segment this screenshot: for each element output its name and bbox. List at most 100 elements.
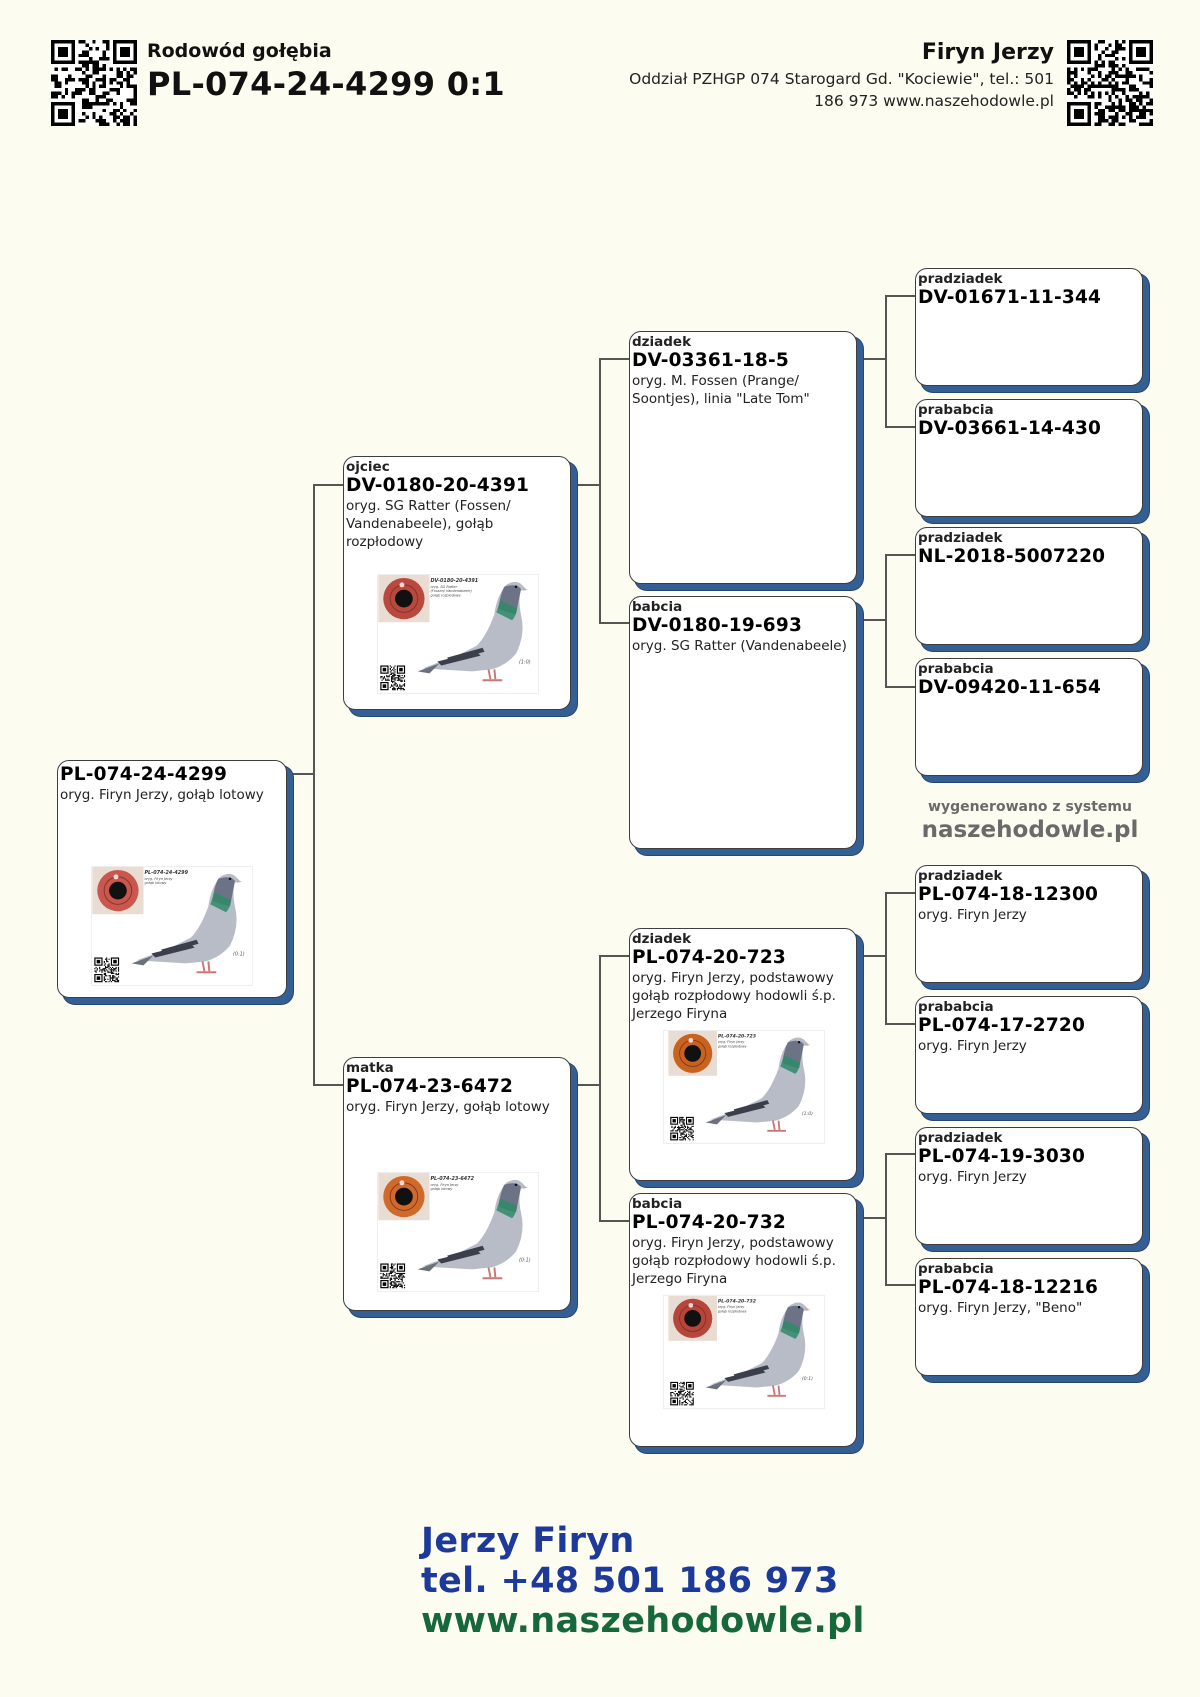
pigeon-description: oryg. Firyn Jerzy, gołąb lotowy bbox=[346, 1099, 550, 1115]
pigeon-eye-image bbox=[378, 575, 430, 623]
pigeon-card-great-grandparent[interactable]: pradziadek DV-01671-11-344 bbox=[915, 268, 1143, 386]
pigeon-description: oryg. Firyn Jerzy, "Beno" bbox=[918, 1300, 1083, 1316]
owner-address-line1: Oddział PZHGP 074 Starogard Gd. "Kociewi… bbox=[629, 70, 1054, 88]
pigeon-eye-image bbox=[668, 1031, 717, 1076]
ring-number: DV-09420-11-654 bbox=[918, 677, 1102, 698]
svg-text:oryg. Firyn Jerzy: oryg. Firyn Jerzy bbox=[430, 1183, 459, 1187]
ring-number: DV-03361-18-5 bbox=[632, 350, 789, 371]
connector-line bbox=[599, 955, 601, 1221]
connector-line bbox=[885, 295, 915, 297]
photo-qr-code-icon bbox=[94, 957, 120, 983]
document-title: PL-074-24-4299 0:1 bbox=[147, 65, 505, 103]
photo-sex-label: (0:1) bbox=[233, 952, 245, 958]
ring-number: PL-074-20-732 bbox=[632, 1212, 786, 1233]
footer-website[interactable]: www.naszehodowle.pl bbox=[421, 1601, 865, 1641]
connector-line bbox=[576, 484, 600, 486]
ring-number: PL-074-23-6472 bbox=[346, 1076, 514, 1097]
pigeon-card-great-grandparent[interactable]: prababcia PL-074-17-2720 oryg. Firyn Jer… bbox=[915, 996, 1143, 1114]
photo-sex-label: (1:0) bbox=[802, 1111, 813, 1117]
svg-text:gołąb lotowy: gołąb lotowy bbox=[144, 881, 167, 885]
relation-label: dziadek bbox=[632, 931, 692, 947]
connector-line bbox=[313, 1084, 343, 1086]
photo-sex-label: (0:1) bbox=[802, 1376, 813, 1382]
pigeon-eye-image bbox=[668, 1296, 717, 1341]
connector-line bbox=[885, 1284, 915, 1286]
pigeon-silhouette bbox=[705, 1037, 811, 1132]
qr-code-icon[interactable] bbox=[51, 40, 137, 126]
photo-qr-code-icon bbox=[380, 1263, 406, 1289]
connector-line bbox=[885, 554, 915, 556]
footer-name: Jerzy Firyn bbox=[421, 1521, 635, 1561]
pigeon-card-father[interactable]: ojciec DV-0180-20-4391 oryg. SG Ratter (… bbox=[343, 456, 571, 710]
pigeon-silhouette bbox=[417, 1179, 528, 1280]
ring-number: PL-074-20-723 bbox=[632, 947, 786, 968]
pigeon-eye-image bbox=[92, 867, 144, 915]
pigeon-description: oryg. SG Ratter (Vandenabeele) bbox=[632, 638, 847, 654]
connector-line bbox=[885, 426, 915, 428]
pigeon-description: oryg. Firyn Jerzy bbox=[918, 1169, 1027, 1185]
footer-phone[interactable]: tel. +48 501 186 973 bbox=[421, 1561, 839, 1601]
relation-label: pradziadek bbox=[918, 868, 1003, 884]
photo-sex-label: (1:0) bbox=[519, 660, 531, 666]
relation-label: babcia bbox=[632, 599, 683, 615]
svg-text:gołąb lotowy: gołąb lotowy bbox=[430, 1187, 453, 1191]
relation-label: pradziadek bbox=[918, 530, 1003, 546]
pigeon-card-subject[interactable]: PL-074-24-4299 oryg. Firyn Jerzy, gołąb … bbox=[57, 760, 287, 998]
pigeon-card-paternal-grandfather[interactable]: dziadek DV-03361-18-5 oryg. M. Fossen (P… bbox=[629, 331, 857, 584]
pigeon-description: oryg. Firyn Jerzy, podstawowy gołąb rozp… bbox=[632, 1235, 836, 1287]
pigeon-card-great-grandparent[interactable]: pradziadek PL-074-18-12300 oryg. Firyn J… bbox=[915, 865, 1143, 983]
pigeon-card-great-grandparent[interactable]: pradziadek NL-2018-5007220 bbox=[915, 527, 1143, 645]
pigeon-silhouette bbox=[705, 1302, 811, 1397]
pigeon-card-paternal-grandmother[interactable]: babcia DV-0180-19-693 oryg. SG Ratter (V… bbox=[629, 596, 857, 849]
pigeon-description: oryg. Firyn Jerzy, podstawowy gołąb rozp… bbox=[632, 970, 836, 1022]
svg-text:oryg. Firyn Jerzy: oryg. Firyn Jerzy bbox=[144, 877, 173, 881]
svg-text:(Fossen/ Vandenabeele): (Fossen/ Vandenabeele) bbox=[430, 589, 471, 593]
relation-label: babcia bbox=[632, 1196, 683, 1212]
connector-line bbox=[292, 773, 314, 775]
header-left: Rodowód gołębia PL-074-24-4299 0:1 bbox=[147, 40, 505, 104]
svg-text:gołąb rozpłodowy: gołąb rozpłodowy bbox=[718, 1044, 747, 1048]
pigeon-silhouette bbox=[131, 873, 242, 974]
connector-line bbox=[313, 484, 343, 486]
document-subtitle: Rodowód gołębia bbox=[147, 40, 332, 62]
pigeon-description: oryg. Firyn Jerzy bbox=[918, 1038, 1027, 1054]
pigeon-card-maternal-grandmother[interactable]: babcia PL-074-20-732 oryg. Firyn Jerzy, … bbox=[629, 1193, 857, 1447]
ring-number: DV-03661-14-430 bbox=[918, 418, 1102, 439]
ring-number: PL-074-17-2720 bbox=[918, 1015, 1086, 1036]
pigeon-description: oryg. Firyn Jerzy bbox=[918, 907, 1027, 923]
pigeon-card-mother[interactable]: matka PL-074-23-6472 oryg. Firyn Jerzy, … bbox=[343, 1057, 571, 1311]
ring-number: NL-2018-5007220 bbox=[918, 546, 1106, 567]
pigeon-photo[interactable]: DV-0180-20-4391 oryg. SG Ratter(Fossen/ … bbox=[377, 574, 539, 694]
pigeon-card-great-grandparent[interactable]: prababcia PL-074-18-12216 oryg. Firyn Je… bbox=[915, 1258, 1143, 1376]
connector-line bbox=[862, 358, 886, 360]
connector-line bbox=[885, 554, 887, 687]
relation-label: prababcia bbox=[918, 999, 994, 1015]
relation-label: prababcia bbox=[918, 402, 994, 418]
header-right: Firyn Jerzy Oddział PZHGP 074 Starogard … bbox=[584, 40, 1054, 112]
svg-text:oryg. SG Ratter: oryg. SG Ratter bbox=[430, 585, 457, 589]
pigeon-description: oryg. M. Fossen (Prange/ Soontjes), lini… bbox=[632, 373, 810, 407]
svg-text:gołąb rozpłodowy: gołąb rozpłodowy bbox=[430, 594, 461, 598]
pigeon-card-great-grandparent[interactable]: pradziadek PL-074-19-3030 oryg. Firyn Je… bbox=[915, 1127, 1143, 1245]
owner-name: Firyn Jerzy bbox=[921, 40, 1054, 65]
owner-address-line2: 186 973 www.naszehodowle.pl bbox=[814, 92, 1054, 110]
pigeon-card-maternal-grandfather[interactable]: dziadek PL-074-20-723 oryg. Firyn Jerzy,… bbox=[629, 928, 857, 1181]
relation-label: prababcia bbox=[918, 1261, 994, 1277]
generated-by-label: wygenerowano z systemu bbox=[928, 799, 1132, 815]
relation-label: pradziadek bbox=[918, 1130, 1003, 1146]
connector-line bbox=[885, 1023, 915, 1025]
qr-code-icon[interactable] bbox=[1067, 40, 1153, 126]
footer-contact: Jerzy Firyn tel. +48 501 186 973 www.nas… bbox=[421, 1521, 865, 1641]
pigeon-card-great-grandparent[interactable]: prababcia DV-03661-14-430 bbox=[915, 399, 1143, 517]
ring-number: PL-074-18-12216 bbox=[918, 1277, 1099, 1298]
connector-line bbox=[599, 1220, 629, 1222]
ring-number: DV-0180-20-4391 bbox=[346, 475, 530, 496]
pigeon-card-great-grandparent[interactable]: prababcia DV-09420-11-654 bbox=[915, 658, 1143, 776]
connector-line bbox=[313, 484, 315, 1085]
ring-number: DV-01671-11-344 bbox=[918, 287, 1102, 308]
photo-ring-label: PL-074-24-4299 bbox=[144, 870, 188, 876]
